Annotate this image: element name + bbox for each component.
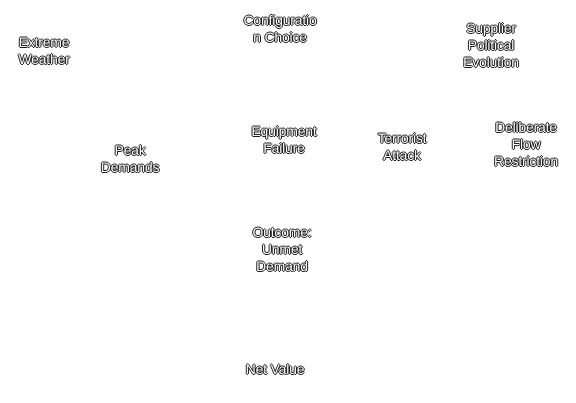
node-equipment-failure: Equipment Failure [251, 123, 317, 156]
node-outcome-unmet-demand: Outcome: Unmet Demand [252, 224, 312, 274]
node-configuration-choice: Configuratio n Choice [243, 12, 317, 45]
node-extreme-weather: Extreme Weather [18, 34, 70, 67]
node-deliberate-flow-restriction: Deliberate Flow Restriction [494, 119, 558, 169]
node-net-value: Net Value [245, 361, 305, 377]
node-terrorist-attack: Terrorist Attack [377, 130, 427, 163]
node-peak-demands: Peak Demands [100, 142, 160, 175]
node-supplier-political-evolution: Supplier Political Evolution [463, 20, 519, 70]
